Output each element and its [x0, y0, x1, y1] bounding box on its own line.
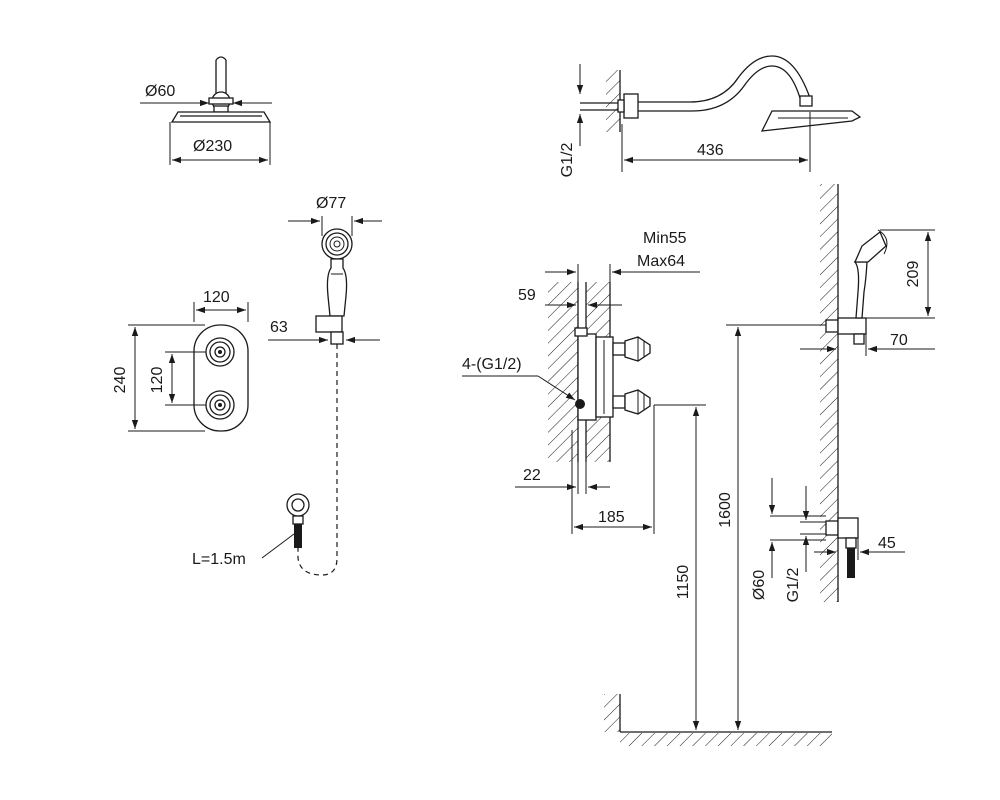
installation-heights	[604, 324, 832, 746]
wall-elbow-side-view	[768, 478, 905, 578]
label-plate-height: 240	[112, 367, 129, 394]
label-elbow-thread: G1/2	[785, 568, 802, 603]
label-elbow-dia: Ø60	[751, 570, 768, 600]
label-outlets: 4-(G1/2)	[462, 356, 522, 373]
valve-wall-section	[462, 264, 700, 534]
label-holder-dim: 63	[270, 319, 288, 336]
label-height-1600: 1600	[717, 492, 734, 528]
valve-knob-lower	[612, 389, 651, 415]
valve-handle-bottom	[205, 390, 235, 420]
label-holder-height: 209	[905, 261, 922, 288]
hand-shower-front-view	[268, 216, 382, 345]
label-depth-min: Min55	[643, 230, 687, 247]
label-head-arm-dia: Ø60	[145, 83, 175, 100]
label-head-dia: Ø230	[193, 138, 232, 155]
label-hand-dia: Ø77	[316, 195, 346, 212]
right-wall-section	[820, 184, 839, 602]
label-depth-max: Max64	[637, 253, 685, 270]
label-arm-length: 436	[697, 142, 724, 159]
label-hose-length: L=1.5m	[192, 551, 246, 568]
label-elbow-projection: 45	[878, 535, 896, 552]
label-height-1150: 1150	[675, 565, 692, 600]
dimension-labels: Ø60 Ø230 Ø77 120 63 240 120 L=1.5m G1/2 …	[112, 83, 922, 602]
label-thread-top: G1/2	[559, 143, 576, 178]
valve-handle-top	[205, 337, 235, 367]
shower-arm-side-view	[576, 55, 862, 172]
hand-shower-holder-side-view	[800, 229, 935, 356]
shower-hose	[261, 344, 338, 576]
valve-faceplate-front-view	[128, 302, 249, 432]
label-plate-width: 120	[203, 289, 230, 306]
label-valve-spacing: 120	[149, 367, 166, 394]
valve-knob-upper	[612, 336, 651, 362]
shower-head-top-view	[140, 56, 272, 165]
label-dim-22: 22	[523, 467, 541, 484]
label-holder-projection: 70	[890, 332, 908, 349]
label-wall-59: 59	[518, 287, 536, 304]
label-dim-185: 185	[598, 509, 625, 526]
